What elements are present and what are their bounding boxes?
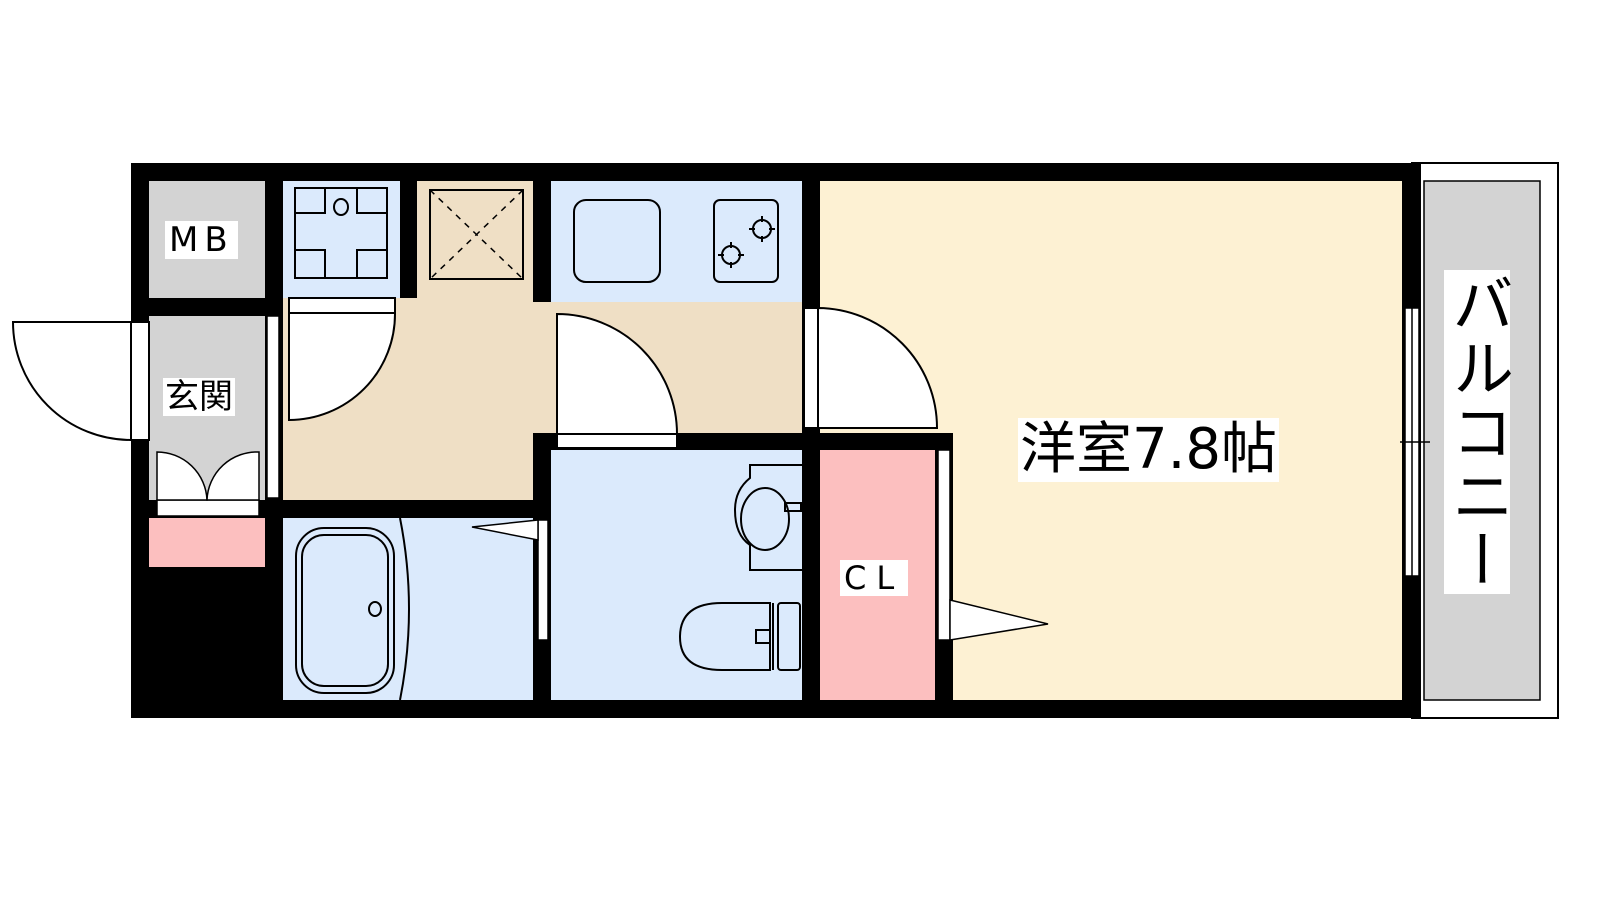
washroom-door[interactable]	[288, 297, 397, 422]
room-door[interactable]	[803, 306, 939, 429]
fridge-space	[417, 181, 533, 301]
washer-pan	[294, 187, 388, 279]
kitchen-sink	[573, 199, 661, 283]
fridge-space-mark	[429, 189, 524, 280]
closet-label: CL	[840, 560, 909, 596]
toilet-door[interactable]	[556, 312, 679, 449]
entrance-label: 玄関	[163, 377, 235, 417]
wash-basin	[733, 464, 802, 571]
entrance-step	[266, 315, 280, 499]
bathtub	[295, 517, 410, 701]
balcony	[1411, 162, 1559, 719]
balcony-label: バルコニー	[1441, 270, 1514, 594]
shoe-box	[149, 518, 265, 567]
toilet-washroom	[551, 450, 802, 700]
closet-folding-door[interactable]	[937, 449, 1049, 641]
toilet	[678, 602, 801, 671]
front-door[interactable]	[11, 321, 150, 442]
western-room-label: 洋室7.8帖	[1018, 417, 1280, 482]
balcony-window[interactable]	[1400, 307, 1430, 577]
bathroom-folding-door[interactable]	[471, 519, 549, 641]
meter-box-label: MB	[165, 221, 238, 259]
shoe-cabinet-doors[interactable]	[156, 451, 260, 517]
stove-icon	[713, 199, 779, 283]
